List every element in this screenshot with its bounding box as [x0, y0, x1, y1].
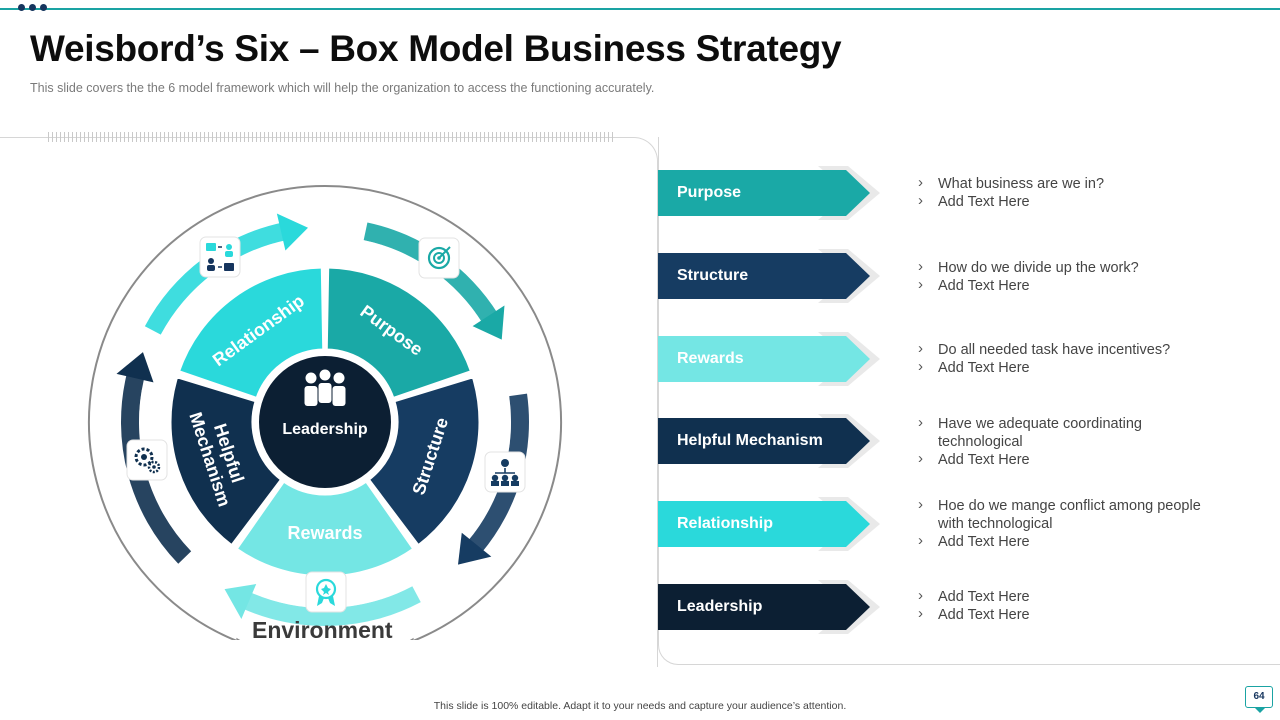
center-leadership-circle: [255, 352, 395, 492]
cycle-arrow-band: [120, 372, 192, 564]
segment-rewards: [234, 478, 416, 579]
target-icon: [427, 246, 451, 270]
arrow-helpful-mechanism: Helpful Mechanism: [658, 414, 880, 468]
description-item: Do all needed task have incentives?: [918, 340, 1218, 359]
cycle-arrowhead: [276, 213, 309, 251]
description-list: Add Text HereAdd Text Here: [918, 587, 1218, 624]
icon-badge: [199, 236, 241, 278]
cycle-arrowhead: [224, 584, 257, 619]
person-icon: [333, 372, 345, 384]
description-list: What business are we in?Add Text Here: [918, 174, 1218, 211]
description-list: Do all needed task have incentives?Add T…: [918, 340, 1218, 377]
center-label: Leadership: [282, 421, 368, 438]
description-item: Add Text Here: [918, 276, 1218, 295]
top-dots-decoration: [18, 4, 47, 11]
footer-note: This slide is 100% editable. Adapt it to…: [433, 700, 847, 712]
arrow-label: Relationship: [677, 515, 774, 532]
description-item: Add Text Here: [918, 450, 1218, 469]
slide-subtitle: This slide covers the the 6 model framew…: [30, 81, 655, 95]
segment-structure: [366, 374, 482, 548]
description-item: Add Text Here: [918, 587, 1218, 606]
description-list: How do we divide up the work?Add Text He…: [918, 258, 1218, 295]
environment-arrowhead: [236, 637, 241, 640]
cycle-arrow-band: [144, 222, 287, 335]
description-item: Add Text Here: [918, 532, 1218, 551]
cycle-arrowhead: [116, 352, 154, 383]
gears-icon: [134, 447, 161, 474]
description-item: Add Text Here: [918, 605, 1218, 624]
six-box-wheel-diagram: PurposeStructureRewardsHelpfulMechanismR…: [88, 185, 562, 640]
arrow-label: Helpful Mechanism: [677, 432, 823, 449]
arrow-leadership: Leadership: [658, 580, 880, 634]
person-icon: [305, 372, 317, 384]
person-icon: [332, 386, 346, 406]
slide-title: Weisbord’s Six – Box Model Business Stra…: [30, 28, 842, 69]
arrow-relationship: Relationship: [658, 497, 880, 551]
arrow-label: Rewards: [677, 350, 744, 367]
cycle-arrow-band: [363, 222, 499, 324]
top-accent-line: [0, 8, 1280, 10]
description-item: What business are we in?: [918, 174, 1218, 193]
arrow-structure: Structure: [658, 249, 880, 303]
segment-relationship: [176, 265, 326, 401]
content-panel: [658, 137, 1280, 665]
cycle-arrowhead: [472, 305, 505, 340]
arrow-label: Purpose: [677, 184, 742, 201]
arrow-rewards: Rewards: [658, 332, 880, 386]
arrow-purpose: Purpose: [658, 166, 880, 220]
org-chart-icon: [491, 459, 519, 486]
arrow-label: Structure: [677, 267, 749, 284]
cycle-arrowhead: [457, 532, 492, 565]
environment-label: Environment: [252, 617, 393, 643]
person-icon: [304, 386, 318, 406]
page-number: 64: [1245, 686, 1273, 713]
cycle-arrow-highlight: [261, 581, 413, 608]
award-icon: [315, 578, 337, 606]
cycle-arrow-band: [467, 393, 529, 554]
segment-helpful-mechanism: [168, 374, 284, 548]
description-list: Have we adequate coordinating technologi…: [918, 414, 1218, 469]
segment-label: Rewards: [287, 523, 362, 543]
arrow-label: Leadership: [677, 598, 763, 615]
person-icon: [318, 383, 332, 403]
cycle-arrow-highlight: [362, 240, 476, 316]
segment-purpose: [324, 265, 474, 401]
description-list: Hoe do we mange conflict among people wi…: [918, 496, 1218, 551]
people-exchange-icon: [206, 243, 234, 271]
icon-badge: [126, 439, 168, 481]
environment-ring: [88, 185, 562, 640]
description-item: How do we divide up the work?: [918, 258, 1218, 277]
environment-arrowhead: [409, 637, 414, 640]
description-item: Add Text Here: [918, 358, 1218, 377]
description-item: Have we adequate coordinating technologi…: [918, 414, 1218, 451]
description-item: Add Text Here: [918, 192, 1218, 211]
hatch-decoration: [48, 132, 613, 142]
description-item: Hoe do we mange conflict among people wi…: [918, 496, 1218, 533]
person-icon: [319, 369, 331, 381]
cycle-arrow-band: [242, 586, 421, 626]
